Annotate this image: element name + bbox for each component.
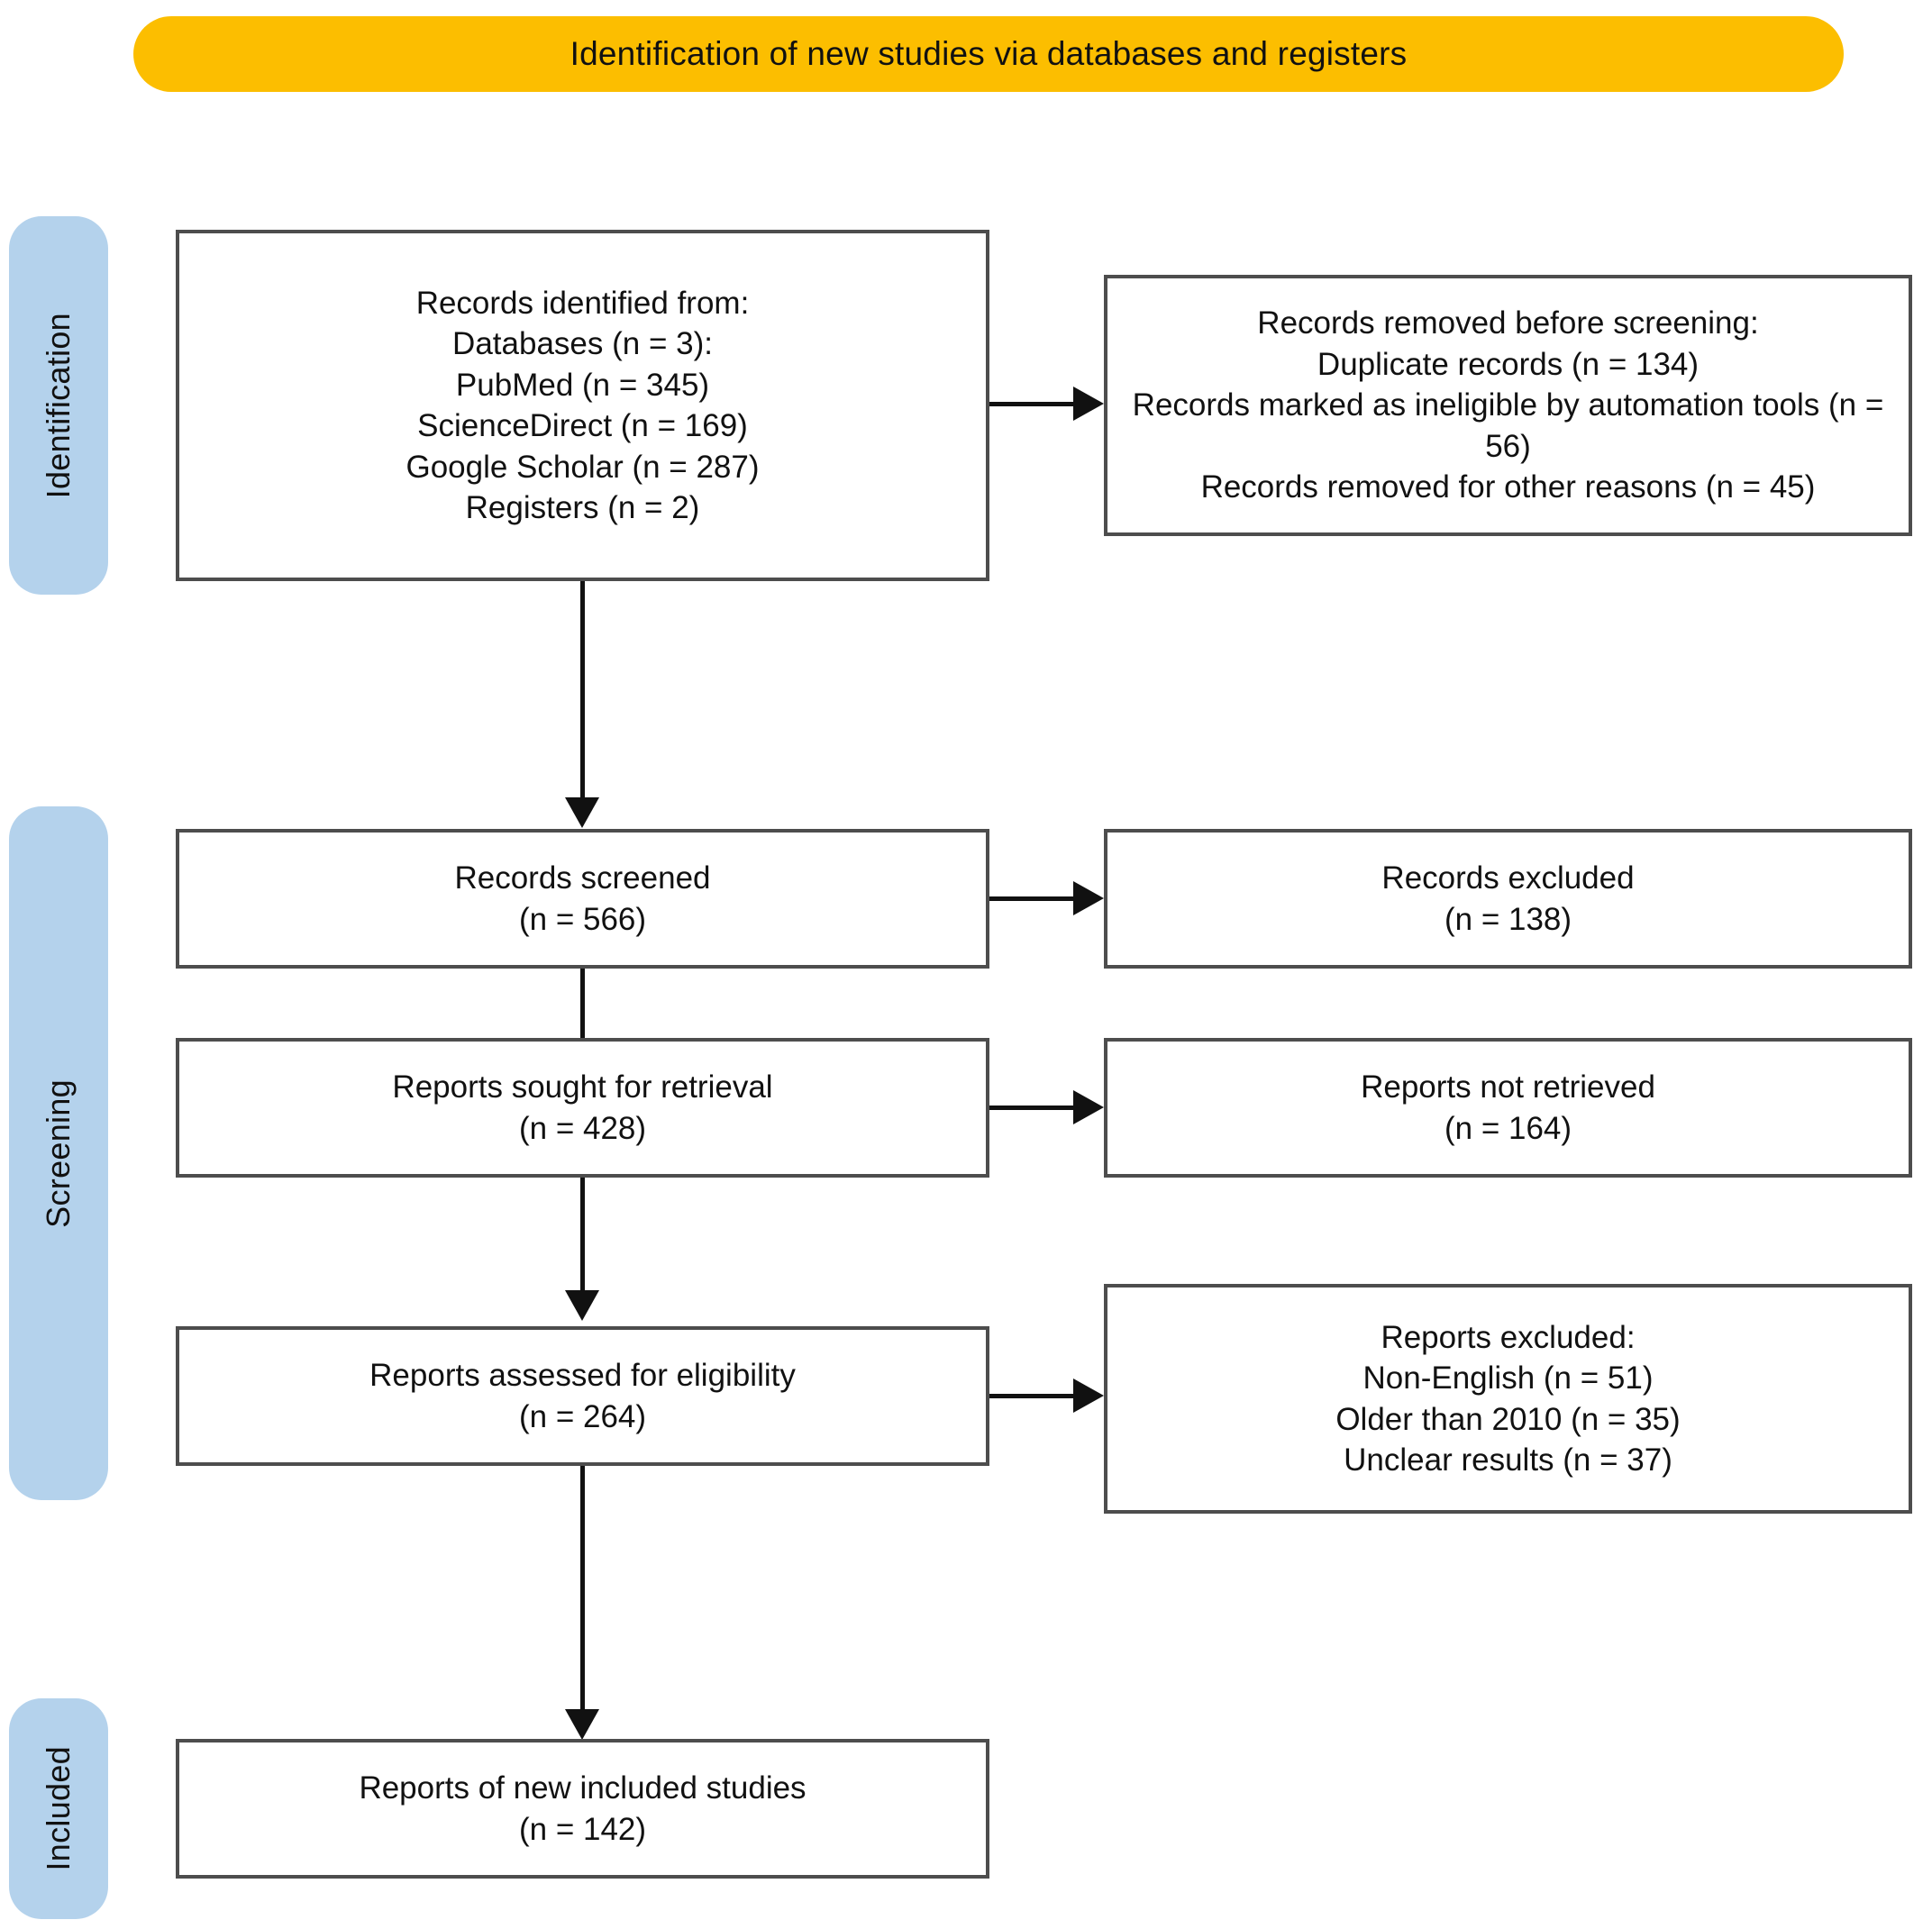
box-line: (n = 566) xyxy=(518,901,647,937)
connector-sought-to-not-retrieved xyxy=(989,1106,1073,1110)
box-line: Reports not retrieved xyxy=(1361,1069,1655,1105)
stage-label-identification: Identification xyxy=(9,216,108,595)
box-line: (n = 164) xyxy=(1444,1110,1572,1146)
arrowhead-assessed-to-reports-excluded xyxy=(1073,1379,1104,1413)
connector-assessed-to-included xyxy=(580,1466,585,1709)
connector-screened-to-sought xyxy=(580,969,585,1045)
stage-label-screening-text: Screening xyxy=(40,1078,77,1228)
box-line: Records removed for other reasons (n = 4… xyxy=(1200,469,1816,505)
box-line: ScienceDirect (n = 169) xyxy=(417,408,748,443)
connector-identified-to-screened xyxy=(580,581,585,797)
arrowhead-identified-to-removed xyxy=(1073,387,1104,421)
box-line: Older than 2010 (n = 35) xyxy=(1335,1401,1681,1437)
connector-screened-to-excluded xyxy=(989,896,1073,901)
arrowhead-sought-to-assessed xyxy=(565,1290,599,1321)
box-records-identified: Records identified from: Databases (n = … xyxy=(176,230,989,581)
box-reports-assessed-for-eligibility: Reports assessed for eligibility (n = 26… xyxy=(176,1326,989,1466)
arrowhead-sought-to-not-retrieved xyxy=(1073,1090,1104,1124)
box-line: Reports assessed for eligibility xyxy=(369,1358,796,1393)
box-reports-excluded: Reports excluded: Non-English (n = 51) O… xyxy=(1104,1284,1912,1514)
box-reports-sought-for-retrieval: Reports sought for retrieval (n = 428) xyxy=(176,1038,989,1178)
box-line: Reports excluded: xyxy=(1381,1319,1636,1355)
box-line: Databases (n = 3): xyxy=(452,326,713,361)
box-line: (n = 138) xyxy=(1444,901,1572,937)
box-line: Duplicate records (n = 134) xyxy=(1317,346,1700,382)
box-line: PubMed (n = 345) xyxy=(455,367,710,403)
box-line: Non-English (n = 51) xyxy=(1362,1360,1654,1396)
arrowhead-assessed-to-included xyxy=(565,1709,599,1740)
box-line: Records identified from: xyxy=(415,285,750,321)
connector-sought-to-assessed xyxy=(580,1178,585,1290)
diagram-title: Identification of new studies via databa… xyxy=(570,35,1408,72)
box-line: Records screened xyxy=(454,860,711,896)
box-line: Records removed before screening: xyxy=(1257,305,1759,341)
stage-label-screening: Screening xyxy=(9,806,108,1500)
box-records-screened: Records screened (n = 566) xyxy=(176,829,989,969)
arrowhead-identified-to-screened xyxy=(565,797,599,828)
box-line: Google Scholar (n = 287) xyxy=(406,449,760,485)
box-line: (n = 142) xyxy=(518,1811,647,1847)
connector-identified-to-removed xyxy=(989,402,1073,406)
stage-label-included: Included xyxy=(9,1698,108,1919)
box-reports-of-new-included-studies: Reports of new included studies (n = 142… xyxy=(176,1739,989,1879)
box-line: Records excluded xyxy=(1381,860,1635,896)
box-line: (n = 264) xyxy=(518,1398,647,1434)
box-line: (n = 428) xyxy=(518,1110,647,1146)
box-records-excluded: Records excluded (n = 138) xyxy=(1104,829,1912,969)
stage-label-identification-text: Identification xyxy=(40,312,77,499)
box-line: Unclear results (n = 37) xyxy=(1344,1442,1672,1478)
box-line: Registers (n = 2) xyxy=(465,490,700,525)
box-line: Reports of new included studies xyxy=(359,1770,807,1806)
stage-label-included-text: Included xyxy=(40,1746,77,1871)
arrowhead-screened-to-excluded xyxy=(1073,881,1104,915)
box-records-removed-before-screening: Records removed before screening: Duplic… xyxy=(1104,275,1912,536)
box-line: Records marked as ineligible by automati… xyxy=(1132,387,1884,464)
diagram-header-banner: Identification of new studies via databa… xyxy=(133,16,1844,92)
connector-assessed-to-reports-excluded xyxy=(989,1394,1073,1398)
box-reports-not-retrieved: Reports not retrieved (n = 164) xyxy=(1104,1038,1912,1178)
box-line: Reports sought for retrieval xyxy=(392,1069,773,1105)
